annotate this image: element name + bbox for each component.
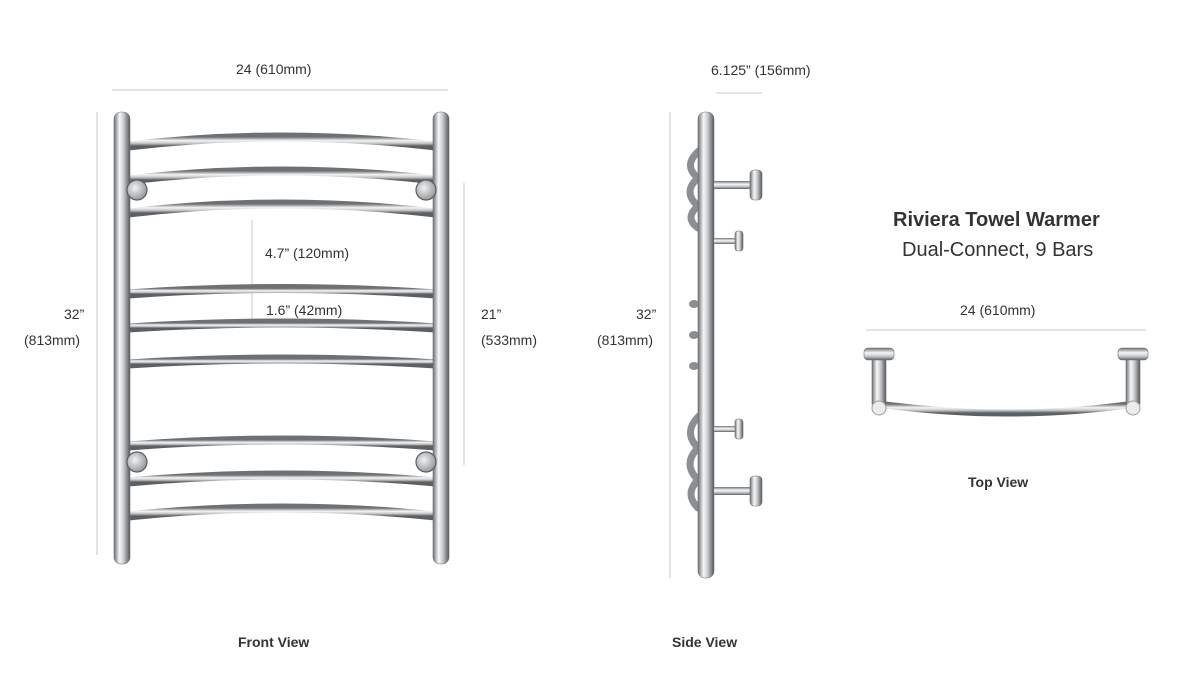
right-post [432,111,450,565]
side-view-drawing [669,92,763,579]
side-bar-end-1 [689,300,699,308]
front-view-drawing [96,89,465,565]
left-post [113,111,131,565]
side-bar-curves-bottom [686,411,704,512]
top-view-drawing [863,329,1149,417]
side-bar-end-3 [689,362,699,370]
bar-6 [123,354,441,369]
side-standoff-top-large [714,181,752,189]
side-standoff-bottom-large [714,487,752,495]
bar-4 [123,284,441,299]
top-right-standoff [1125,357,1141,405]
side-depth-label: 6.125” (156mm) [711,62,811,78]
side-standoff-top-cap [749,169,763,201]
mount-bottom-left-icon [126,451,148,473]
front-height-label-line1: 32” [64,306,85,322]
front-view-caption: Front View [238,634,310,650]
product-title: Riviera Towel Warmer [893,209,1100,231]
mount-top-right-icon [415,179,437,201]
top-left-end-cap [871,400,887,416]
front-width-label: 24 (610mm) [236,61,312,77]
top-width-label: 24 (610mm) [960,302,1036,318]
top-view-caption: Top View [968,474,1029,490]
bar-2 [123,166,441,185]
side-standoff-bottom-small-cap [734,418,744,440]
top-left-standoff [871,357,887,405]
bar-5 [123,318,441,333]
bar-3 [123,199,441,218]
top-bar [874,400,1138,417]
side-height-label-line2: (813mm) [597,332,654,348]
side-post [697,111,715,579]
side-standoff-bottom-small [714,426,736,432]
front-mount-label-line2: (533mm) [481,332,538,348]
mount-top-left-icon [126,179,148,201]
top-left-wall-plate [863,347,895,361]
mount-bottom-right-icon [415,451,437,473]
front-bars [123,132,441,521]
top-right-wall-plate [1117,347,1149,361]
side-bar-end-2 [689,331,699,339]
product-subtitle: Dual-Connect, 9 Bars [902,239,1094,261]
bar-gap-small-label: 1.6” (42mm) [266,302,343,318]
top-right-end-cap [1125,400,1141,416]
bar-9 [123,503,441,521]
side-view-caption: Side View [672,634,738,650]
side-standoff-bottom-cap [749,475,763,507]
front-height-label-line2: (813mm) [24,332,81,348]
bar-1 [123,132,441,151]
bar-gap-label: 4.7” (120mm) [265,245,350,261]
side-height-label-line1: 32” [636,306,657,322]
front-mount-label-line1: 21” [481,306,502,322]
bar-8 [123,470,441,487]
side-standoff-top-small [714,238,736,244]
bar-7 [123,435,441,451]
side-bar-curves-top [686,146,704,232]
side-standoff-top-small-cap [734,230,744,252]
